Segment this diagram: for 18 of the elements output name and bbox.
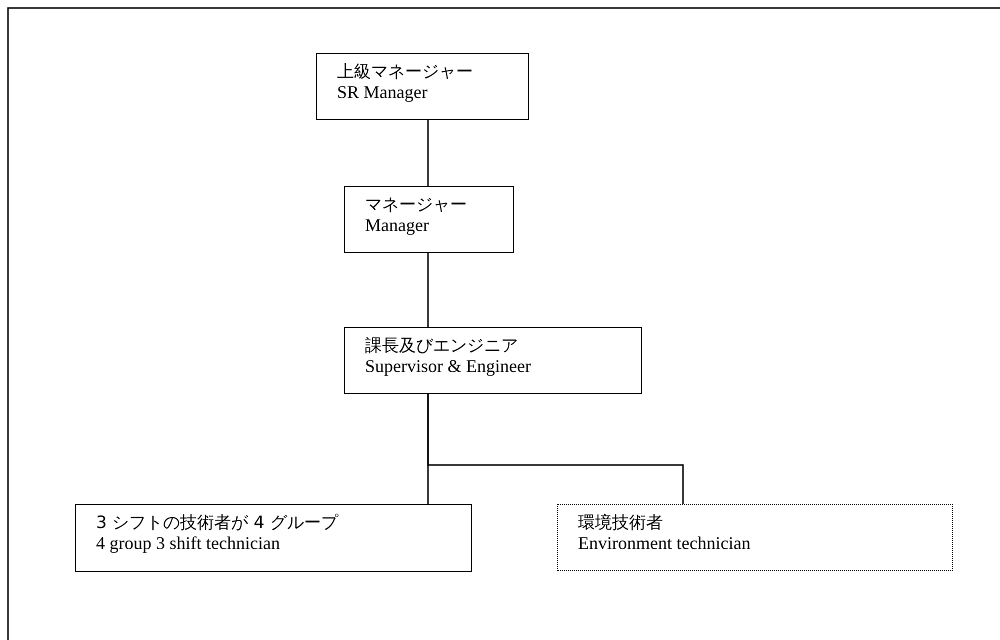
role-box <box>344 327 642 394</box>
role-box <box>344 186 514 253</box>
english-title: Supervisor & Engineer <box>365 356 531 377</box>
role-box <box>557 504 953 571</box>
japanese-title: 環境技術者 <box>578 513 663 533</box>
japanese-title: 課長及びエンジニア <box>365 336 518 356</box>
english-title: Manager <box>365 215 429 236</box>
connector-line <box>427 253 429 327</box>
role-box <box>75 504 472 572</box>
connector-line <box>427 120 429 186</box>
connector-line <box>427 394 684 504</box>
english-title: SR Manager <box>337 82 428 103</box>
japanese-title: 3 シフトの技術者が 4 グループ <box>96 513 338 533</box>
english-title: 4 group 3 shift technician <box>96 533 280 554</box>
japanese-title: マネージャー <box>365 195 467 215</box>
english-title: Environment technician <box>578 533 750 554</box>
japanese-title: 上級マネージャー <box>337 62 473 82</box>
role-box <box>316 53 529 120</box>
